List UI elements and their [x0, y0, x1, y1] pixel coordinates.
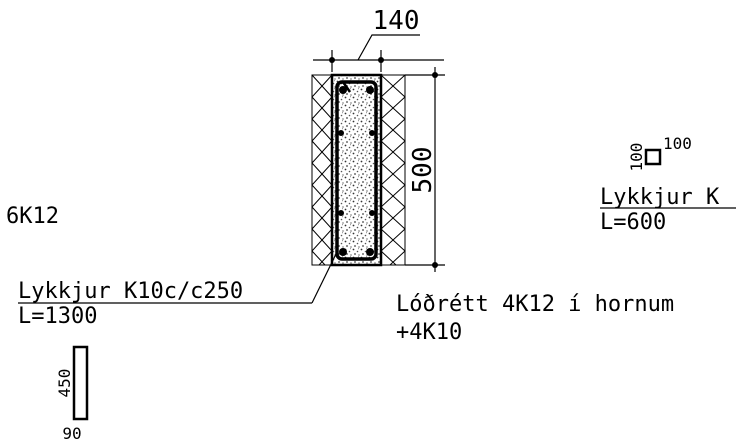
- intermediate-bar: [369, 210, 375, 216]
- small-stirrup-callout: Lykkjur K L=600: [600, 185, 736, 235]
- stirrup-shape-small: [644, 148, 662, 166]
- stirrup-callout-leader: [311, 253, 337, 304]
- stirrup-shape-large-width: 90: [62, 424, 81, 443]
- stirrup-shape-large-height: 450: [55, 369, 74, 398]
- insulation-left: [311, 74, 333, 266]
- stirrup-callout-label: Lykkjur K10c/c250: [18, 279, 243, 304]
- stirrup-callout: Lykkjur K10c/c250 L=1300: [18, 253, 337, 329]
- stirrup: [335, 80, 378, 261]
- intermediate-bar: [338, 210, 344, 216]
- height-dimension: 500: [405, 67, 445, 272]
- width-dimension-label: 140: [373, 6, 420, 36]
- corner-bar: [339, 86, 347, 94]
- small-stirrup-callout-length: L=600: [600, 210, 666, 235]
- width-dimension-tick-right: [378, 57, 384, 63]
- stirrup-callout-length: L=1300: [18, 304, 97, 329]
- stirrup-shape-large: [72, 345, 89, 421]
- small-stirrup-callout-label: Lykkjur K: [600, 185, 720, 210]
- insulation-right: [380, 74, 406, 266]
- height-dimension-label: 500: [408, 147, 438, 194]
- stirrup-shape-detail-large: 450 90: [55, 345, 89, 443]
- width-dimension-leader: [357, 34, 420, 61]
- vertical-rebar-note-line1: Lóðrétt 4K12 í hornum: [396, 292, 674, 317]
- width-dimension: 140: [313, 6, 444, 72]
- vertical-rebar-note-line2: +4K10: [396, 320, 462, 345]
- height-dimension-tick-bottom: [432, 262, 438, 268]
- corner-bar: [366, 248, 374, 256]
- stirrup-hook: [341, 81, 352, 93]
- stirrup-shape-detail-small: 100 100: [627, 134, 692, 171]
- width-dimension-tick-left: [329, 57, 335, 63]
- height-dimension-tick-top: [432, 72, 438, 78]
- corner-bar: [339, 248, 347, 256]
- top-bars-label: 6K12: [6, 204, 59, 229]
- stirrup-shape-small-width: 100: [663, 134, 692, 153]
- stirrup-shape-small-height: 100: [627, 143, 646, 172]
- intermediate-bar: [369, 130, 375, 136]
- intermediate-bar: [338, 130, 344, 136]
- corner-bar: [366, 86, 374, 94]
- concrete-section: [330, 73, 383, 267]
